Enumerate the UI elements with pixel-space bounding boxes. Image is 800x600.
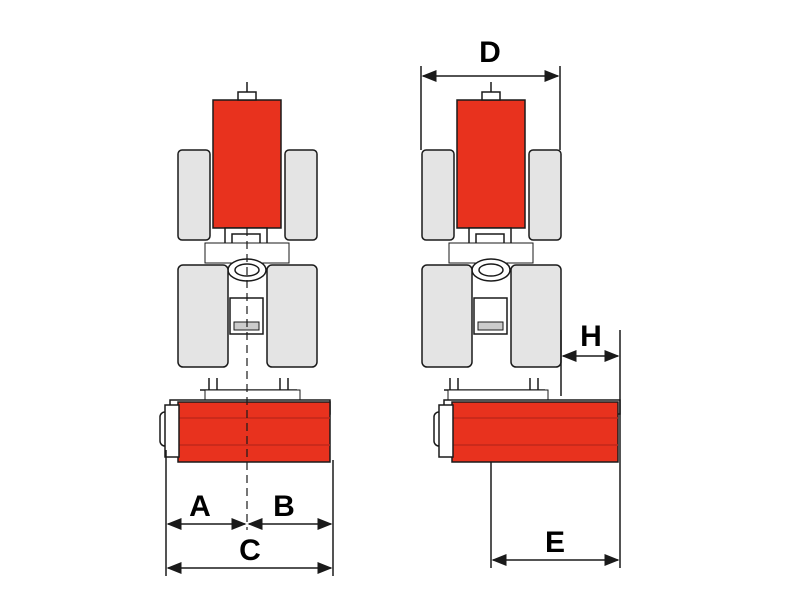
label-a: A (189, 490, 211, 523)
mower-deck-offset (433, 399, 621, 463)
rear-right-tire-2 (510, 264, 562, 368)
label-b: B (273, 490, 295, 523)
rear-left-tire (177, 264, 229, 368)
tractor-offset (421, 82, 562, 405)
label-e: E (545, 526, 565, 559)
front-right-tire-2 (528, 149, 562, 241)
front-left-tire-2 (421, 149, 455, 241)
label-c: C (239, 534, 261, 567)
mower-deck-body-2 (451, 401, 619, 463)
label-h: H (580, 320, 602, 353)
dimension-lines-left (165, 450, 334, 576)
mower-deck-body (177, 401, 331, 463)
rear-left-tire-2 (421, 264, 473, 368)
tractor-hood-2 (456, 99, 526, 229)
dimension-lines-right (420, 66, 621, 568)
front-left-tire (177, 149, 211, 241)
label-d: D (479, 36, 501, 69)
mower-deck-centered (159, 399, 331, 463)
tractor-centered (177, 82, 318, 405)
front-right-tire (284, 149, 318, 241)
tractor-hood (212, 99, 282, 229)
rear-right-tire (266, 264, 318, 368)
